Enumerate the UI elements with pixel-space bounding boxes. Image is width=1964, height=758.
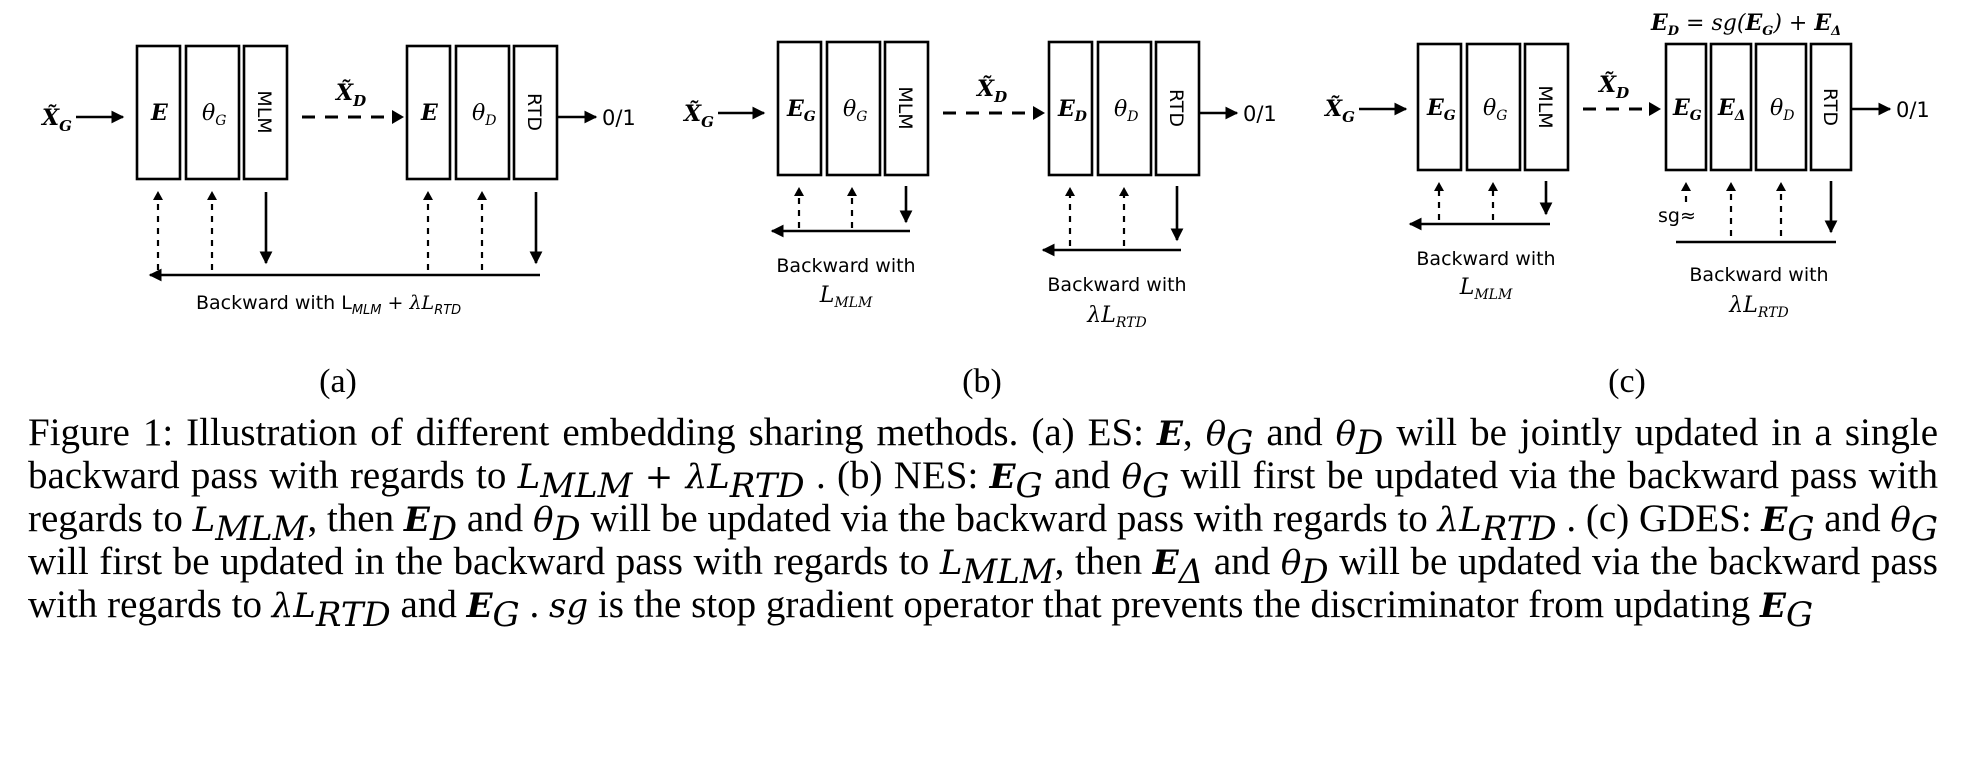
panel-b: X̃G EG θG MLM X̃D ED θD RTD 0/1 Backward… <box>682 40 1277 400</box>
panel-c-sg-label: sg≈ <box>1658 205 1696 227</box>
panel-a-disc-theta-label: θD <box>472 101 496 129</box>
panel-b-disc-box-embedding <box>1047 40 1094 177</box>
panel-c: ED = sg(EG) + EΔ X̃G EG θG MLM X̃D EG EΔ… <box>1323 10 1930 400</box>
panel-a-disc-box-theta <box>454 44 511 181</box>
panel-c-disc-theta-label: θD <box>1770 96 1794 124</box>
panel-a-disc-embedding-label: E <box>420 100 439 126</box>
panel-a-mid-label: X̃D <box>334 80 366 110</box>
panel-a: X̃G E θG MLM X̃D E θD RTD 0/1 Backward w… <box>40 44 636 400</box>
panel-c-mlm-label: MLM <box>1534 85 1556 128</box>
panel-c-disc-box-embedding-delta <box>1709 42 1753 172</box>
panel-a-mlm-label: MLM <box>253 90 275 133</box>
panel-c-gen-box-theta <box>1465 42 1522 172</box>
panel-c-disc-backward-line2: λLRTD <box>1728 293 1788 321</box>
panel-c-gen-embedding-label: EG <box>1426 95 1456 124</box>
panel-a-output: 0/1 <box>602 106 636 130</box>
figure-caption: Figure 1: Illustration of different embe… <box>28 411 1939 635</box>
figure-diagram: X̃G E θG MLM X̃D E θD RTD 0/1 Backward w… <box>40 10 1930 400</box>
panel-b-disc-backward-line1: Backward with <box>1047 274 1186 296</box>
panel-b-gen-embedding-label: EG <box>786 96 816 125</box>
panel-a-input: X̃G <box>40 105 72 135</box>
panel-c-mid-label: X̃D <box>1597 72 1629 102</box>
panel-b-gen-backward-line1: Backward with <box>776 255 915 277</box>
panel-b-label: (b) <box>962 363 1002 400</box>
panel-c-label: (c) <box>1608 363 1646 400</box>
panel-b-gen-theta-label: θG <box>843 97 867 125</box>
panel-a-label: (a) <box>319 363 357 400</box>
panel-a-gen-box-embedding <box>135 44 182 181</box>
panel-c-disc-box-theta <box>1754 42 1808 172</box>
panel-c-rtd-label: RTD <box>1819 88 1841 126</box>
panel-a-disc-box-rtd <box>512 44 559 181</box>
panel-a-gen-embedding-label: E <box>150 100 169 126</box>
panel-c-disc-box-rtd <box>1809 42 1853 172</box>
panel-b-mlm-label: MLM <box>894 86 916 129</box>
panel-a-rtd-label: RTD <box>523 93 545 131</box>
panel-a-backward-label: Backward with LMLM + λLRTD <box>196 292 461 318</box>
panel-a-disc-box-embedding <box>405 44 452 181</box>
panel-c-disc-embedding-g-label: EG <box>1672 95 1702 124</box>
panel-a-gen-theta-label: θG <box>202 101 226 129</box>
panel-b-disc-box-rtd <box>1154 40 1201 177</box>
panel-b-disc-box-theta <box>1096 40 1153 177</box>
panel-c-input: X̃G <box>1323 96 1355 126</box>
panel-c-gen-theta-label: θG <box>1483 96 1507 124</box>
panel-b-gen-box-embedding <box>776 40 823 177</box>
panel-b-input: X̃G <box>682 101 714 131</box>
panel-a-gen-box-mlm <box>242 44 289 181</box>
panel-c-disc-box-embedding-g <box>1664 42 1708 172</box>
panel-c-disc-embedding-delta-label: EΔ <box>1717 95 1746 124</box>
panel-c-gen-box-mlm <box>1523 42 1570 172</box>
panel-c-gen-box-embedding <box>1416 42 1463 172</box>
panel-b-disc-embedding-label: ED <box>1057 96 1088 125</box>
panel-b-rtd-label: RTD <box>1165 89 1187 127</box>
panel-b-gen-box-mlm <box>883 40 930 177</box>
panel-c-gen-backward-line1: Backward with <box>1416 248 1555 270</box>
panel-b-mid-label: X̃D <box>975 76 1007 106</box>
panel-c-top-equation: ED = sg(EG) + EΔ <box>1650 10 1841 39</box>
panel-a-gen-box-theta <box>184 44 241 181</box>
panel-b-disc-theta-label: θD <box>1114 97 1138 125</box>
panel-b-output: 0/1 <box>1243 102 1277 126</box>
panel-b-gen-box-theta <box>825 40 882 177</box>
panel-c-output: 0/1 <box>1896 98 1930 122</box>
panel-c-disc-backward-line1: Backward with <box>1689 264 1828 286</box>
panel-c-gen-backward-line2: LMLM <box>1459 275 1513 303</box>
panel-b-gen-backward-line2: LMLM <box>819 283 873 311</box>
panel-b-disc-backward-line2: λLRTD <box>1086 303 1146 331</box>
